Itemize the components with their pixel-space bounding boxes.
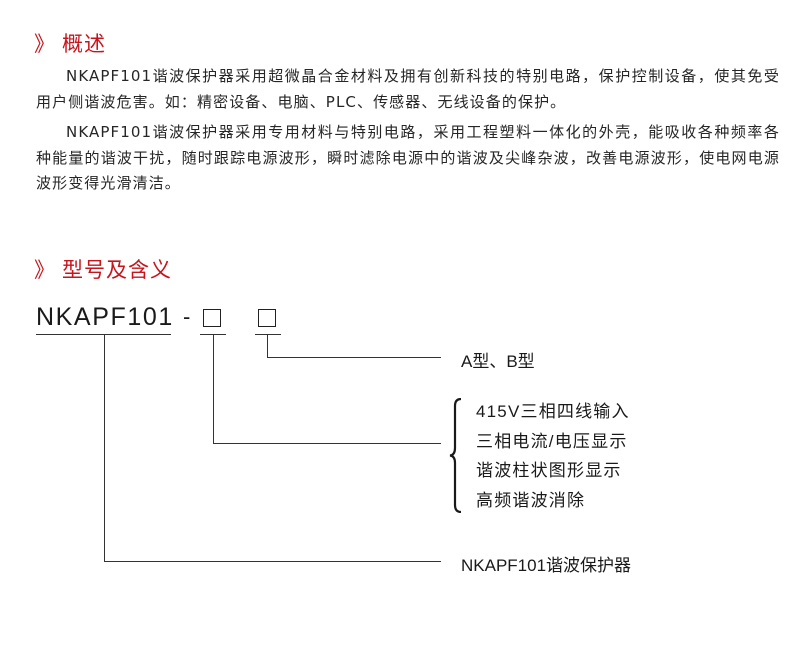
option-item: 415V三相四线输入 <box>476 402 630 421</box>
model-code: NKAPF101 <box>36 303 174 331</box>
type-label: A型、B型 <box>461 352 535 371</box>
model-heading: 》型号及含义 <box>34 254 172 284</box>
type-leader-horizontal <box>267 357 441 358</box>
box2-underline <box>255 334 281 335</box>
overview-heading: 》概述 <box>34 28 106 58</box>
option-item: 谐波柱状图形显示 <box>476 461 622 480</box>
model-title: 型号及含义 <box>62 258 172 282</box>
curly-brace-icon <box>449 398 462 513</box>
option-list: 415V三相四线输入 三相电流/电压显示 谐波柱状图形显示 高频谐波消除 <box>476 397 630 515</box>
type-code-box <box>258 309 276 327</box>
option-item: 三相电流/电压显示 <box>476 431 628 451</box>
option-leader-horizontal <box>213 443 441 444</box>
chevron-marker-icon: 》 <box>34 258 56 282</box>
model-separator: - <box>183 304 191 329</box>
product-label: NKAPF101谐波保护器 <box>461 556 632 575</box>
option-code-box <box>203 309 221 327</box>
type-leader-vertical <box>267 334 268 358</box>
overview-title: 概述 <box>62 32 106 56</box>
code-underline <box>36 334 171 335</box>
product-leader-vertical <box>104 334 105 562</box>
chevron-marker-icon: 》 <box>34 32 56 56</box>
option-item: 高频谐波消除 <box>476 490 586 510</box>
overview-paragraph-1: NKAPF101谐波保护器采用超微晶合金材料及拥有创新科技的特别电路，保护控制设… <box>36 67 780 111</box>
option-leader-vertical <box>213 334 214 444</box>
product-leader-horizontal <box>104 561 441 562</box>
overview-paragraph-2: NKAPF101谐波保护器采用专用材料与特别电路，采用工程塑料一体化的外壳，能吸… <box>36 123 780 192</box>
